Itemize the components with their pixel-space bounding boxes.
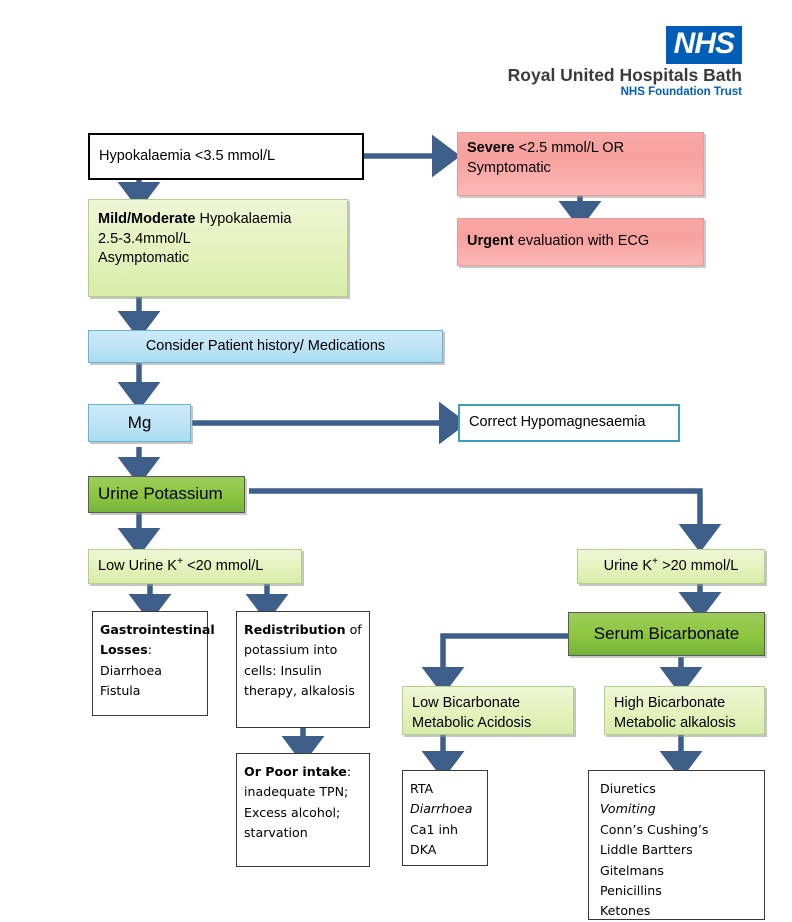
list-item: Ketones	[600, 903, 651, 919]
list-item: Penicillins	[600, 882, 662, 898]
node-urine-potassium-label: Urine Potassium	[98, 484, 223, 504]
node-hypokalaemia: Hypokalaemia <3.5 mmol/L	[88, 133, 364, 180]
arrow-urine-k-to-high	[249, 488, 722, 553]
node-redistribution-label: Redistribution of potassium into cells: …	[244, 622, 362, 699]
list-item: Ca1 inh	[410, 821, 458, 837]
node-poor-intake: Or Poor intake:inadequate TPN;Excess alc…	[236, 753, 370, 867]
list-item: DKA	[410, 842, 437, 858]
node-consider-history-label: Consider Patient history/ Medications	[145, 337, 386, 354]
node-mg-label: Mg	[127, 412, 152, 432]
node-low-urine-k-label: Low Urine K+ <20 mmol/L	[98, 555, 264, 574]
node-severe-label: Severe <2.5 mmol/L OR Symptomatic	[467, 140, 625, 176]
node-high-urine-k: Urine K+ >20 mmol/L	[577, 549, 765, 584]
list-item: Gitelmans	[600, 862, 664, 878]
node-mg: Mg	[88, 404, 191, 442]
node-serum-bicarbonate-label: Serum Bicarbonate	[593, 623, 740, 643]
list-item: Vomiting	[600, 801, 656, 817]
node-urgent-ecg: Urgent evaluation with ECG	[457, 218, 704, 266]
list-item: Diuretics	[600, 781, 656, 796]
node-urine-potassium: Urine Potassium	[88, 476, 245, 513]
node-serum-bicarbonate: Serum Bicarbonate	[568, 612, 765, 656]
node-consider-history: Consider Patient history/ Medications	[88, 330, 443, 363]
trust-name: Royal United Hospitals Bath	[507, 65, 742, 85]
node-correct-hypomagnesaemia: Correct Hypomagnesaemia	[458, 404, 680, 442]
node-urgent-ecg-label: Urgent evaluation with ECG	[467, 233, 650, 250]
arrow-serum-bicarb-to-low	[421, 633, 568, 696]
nhs-logo: NHS Royal United Hospitals Bath NHS Foun…	[508, 26, 742, 100]
nhs-badge: NHS	[665, 26, 742, 64]
list-item: Conn’s Cushing’s	[600, 821, 709, 837]
node-redistribution: Redistribution of potassium into cells: …	[236, 611, 370, 728]
node-correct-hypomagnesaemia-label: Correct Hypomagnesaemia	[469, 414, 646, 431]
trust-subtitle: NHS Foundation Trust	[620, 86, 742, 99]
list-item: Liddle Bartters	[600, 842, 693, 858]
node-low-urine-k: Low Urine K+ <20 mmol/L	[88, 549, 302, 584]
node-poor-intake-label: Or Poor intake:inadequate TPN;Excess alc…	[244, 764, 352, 841]
list-item: Diarrhoea	[410, 801, 473, 817]
node-severe: Severe <2.5 mmol/L OR Symptomatic	[457, 132, 704, 196]
node-hypokalaemia-label: Hypokalaemia <3.5 mmol/L	[99, 147, 276, 164]
node-high-urine-k-label: Urine K+ >20 mmol/L	[603, 555, 739, 574]
list-item: RTA	[410, 781, 434, 796]
